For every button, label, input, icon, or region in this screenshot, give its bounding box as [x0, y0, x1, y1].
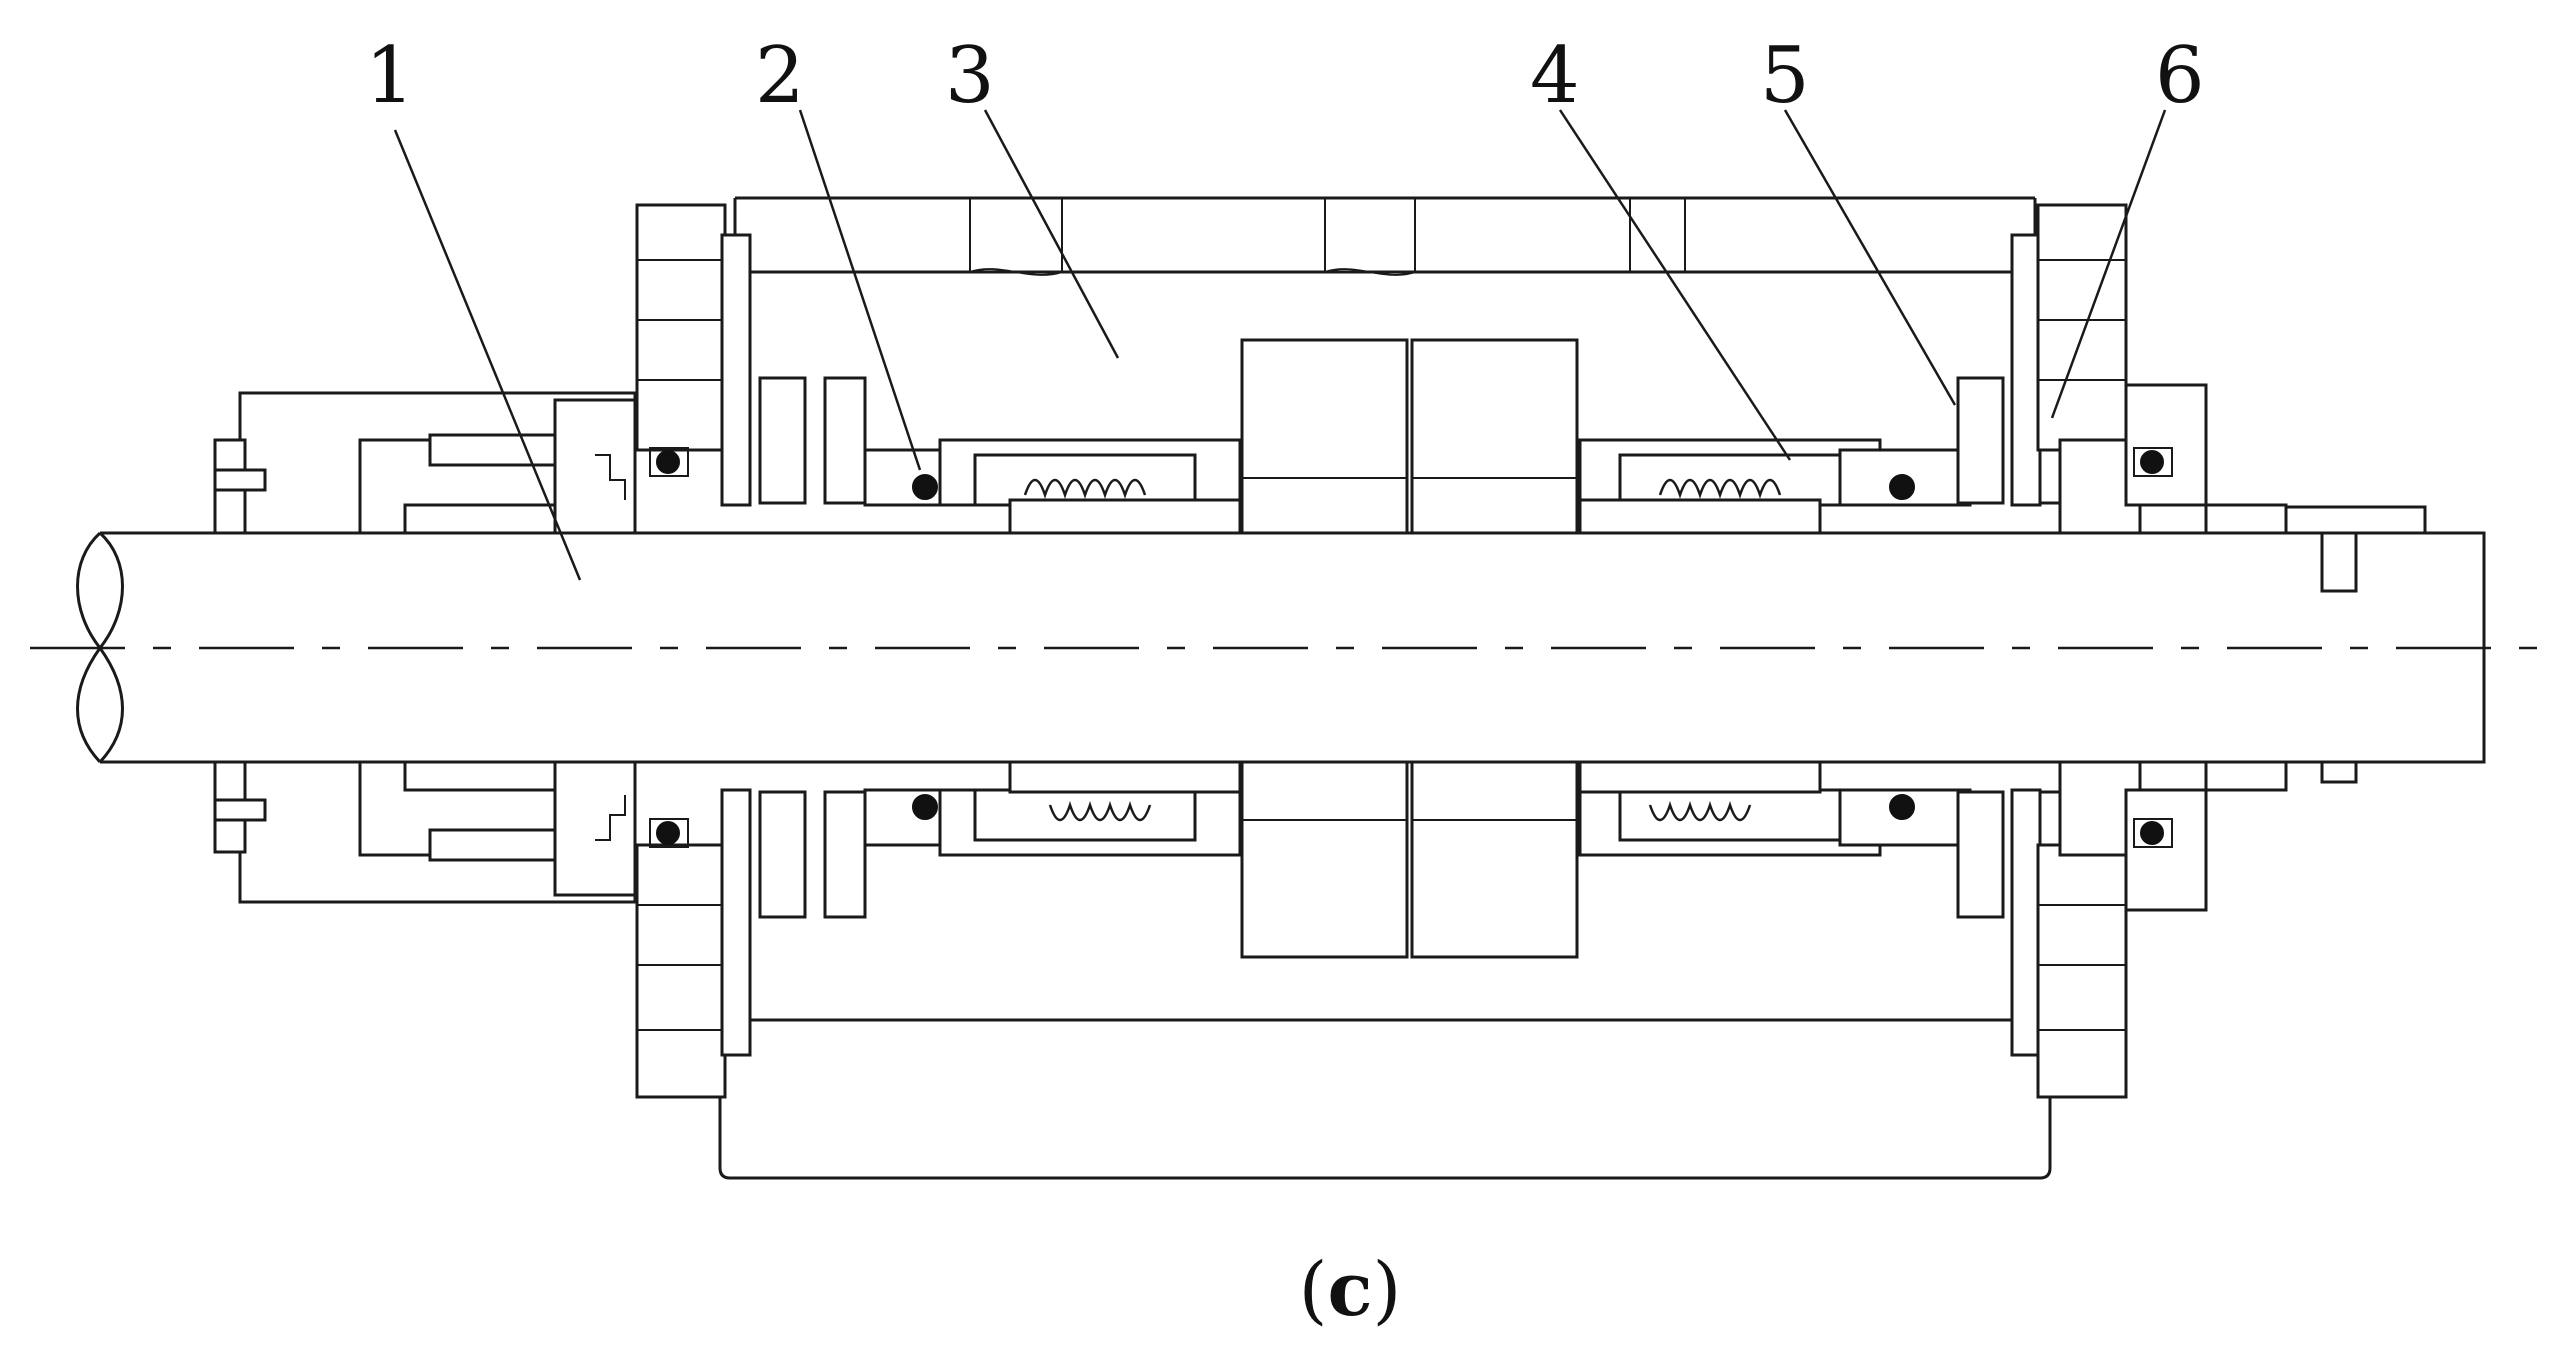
left-flange — [635, 203, 867, 1099]
part-labels: 1 2 3 4 5 6 — [365, 31, 2205, 121]
right-mechanical-seal — [1578, 438, 1972, 857]
part-label-6: 6 — [2155, 31, 2205, 121]
part-label-2: 2 — [755, 31, 805, 121]
left-gland — [213, 391, 689, 904]
leader-6 — [2050, 109, 2167, 419]
left-mechanical-seal — [863, 438, 1242, 857]
part-label-5: 5 — [1760, 31, 1810, 121]
caption-close-paren: ) — [1373, 1247, 1402, 1333]
shaft — [30, 505, 2540, 784]
caption-letter: c — [1327, 1247, 1372, 1333]
leader-5 — [1783, 109, 1957, 406]
leader-2 — [798, 109, 922, 471]
outer-housing — [718, 196, 2052, 1180]
leader-lines — [393, 109, 2167, 581]
leader-1 — [393, 129, 582, 581]
part-label-1: 1 — [365, 31, 415, 121]
center-rings — [1240, 338, 1579, 959]
caption-open-paren: ( — [1299, 1247, 1328, 1333]
right-flange — [1956, 203, 2288, 1099]
part-label-4: 4 — [1530, 31, 1580, 121]
leader-4 — [1558, 109, 1792, 461]
part-label-3: 3 — [945, 31, 995, 121]
figure-caption: (c) — [1299, 1247, 1402, 1333]
leader-3 — [983, 109, 1120, 359]
